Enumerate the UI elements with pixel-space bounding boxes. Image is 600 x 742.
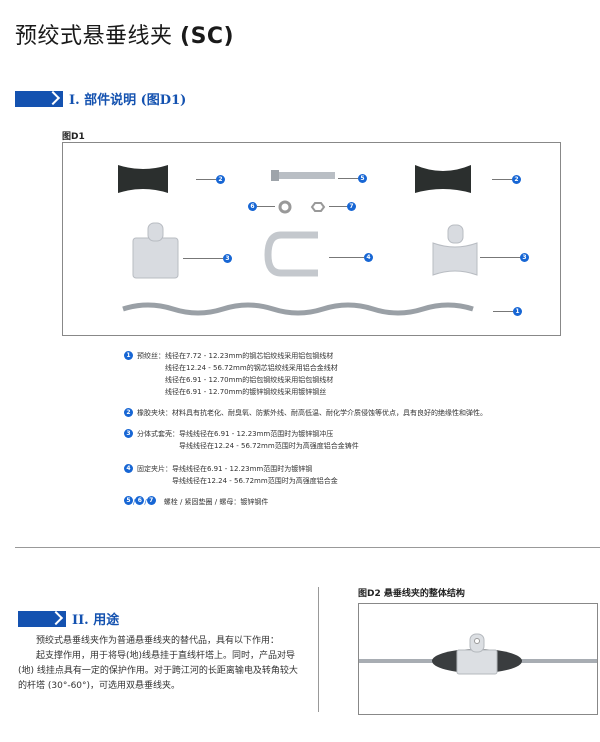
callout-badge: 2 — [216, 175, 225, 184]
figure-d2 — [358, 603, 598, 715]
part-name: 分体式套壳 — [137, 430, 172, 438]
part-item-2: 2 橡胶夹块： 材料具有抗老化、耐臭氧、防紫外线、耐高低温、耐化学介质侵蚀等优点… — [124, 407, 544, 419]
callout-badge: 6 — [248, 202, 257, 211]
part-item-1: 1 预绞丝： 线径在7.72 - 12.23mm的钢芯铝绞线采用铝包钢线材 线径… — [124, 350, 544, 398]
callout-badge: 4 — [364, 253, 373, 262]
callout-badge: 3 — [223, 254, 232, 263]
figure-d1: 2 5 2 6 7 3 4 3 1 — [62, 142, 561, 336]
section-2-header: II. 用途 — [18, 609, 119, 628]
callout-badge: 5 — [358, 174, 367, 183]
page-title: 预绞式悬垂线夹 (SC) — [15, 18, 234, 50]
part-name: 固定夹片 — [137, 465, 165, 473]
figure-d2-label: 图D2 悬垂线夹的整体结构 — [358, 589, 465, 599]
parts-list: 1 预绞丝： 线径在7.72 - 12.23mm的钢芯铝绞线采用铝包钢线材 线径… — [124, 350, 544, 508]
usage-paragraph: 起支撑作用，用于将导(地)线悬挂于直线杆塔上。同时，产品对导(地) 线挂点具有一… — [18, 651, 298, 691]
part-name: 橡胶夹块 — [137, 409, 165, 417]
part-line: 镀锌钢件 — [240, 498, 269, 506]
chevron-right-icon — [18, 610, 66, 627]
title-code: (SC) — [180, 24, 235, 49]
callout-badge: 1 — [513, 307, 522, 316]
section-1-title: I. 部件说明 (图D1) — [69, 93, 187, 108]
part-badge: 5 — [124, 496, 133, 505]
section-divider — [15, 547, 600, 548]
callout-badge: 7 — [347, 202, 356, 211]
callout-badge: 3 — [520, 253, 529, 262]
section-1-header: I. 部件说明 (图D1) — [15, 89, 186, 108]
part-name: 预绞丝 — [137, 352, 158, 360]
figure-d1-label: 图D1 — [62, 132, 85, 142]
callout-badge: 2 — [512, 175, 521, 184]
part-item-4: 4 固定夹片： 导线线径在6.91 - 12.23mm范围时为镀锌钢 导线线径在… — [124, 463, 544, 487]
part-badge: 6 — [135, 496, 145, 505]
parts-diagram — [118, 165, 478, 316]
part-item-3: 3 分体式套壳： 导线线径在6.91 - 12.23mm范围时为镀锌钢冲压 导线… — [124, 428, 544, 452]
part-line: 线径在6.91 - 12.70mm的铝包钢绞线采用铝包钢线材 — [165, 376, 334, 384]
part-line: 线径在6.91 - 12.70mm的镀锌钢绞线采用镀锌钢丝 — [165, 388, 327, 396]
part-badge: 3 — [124, 429, 133, 438]
part-badge: 2 — [124, 408, 133, 417]
usage-paragraph: 预绞式悬垂线夹作为普通悬垂线夹的替代品，具有以下作用： — [36, 636, 280, 646]
usage-text: 预绞式悬垂线夹作为普通悬垂线夹的替代品，具有以下作用： 起支撑作用，用于将导(地… — [18, 634, 303, 694]
column-divider — [318, 587, 319, 712]
part-line: 导线线径在12.24 - 56.72mm范围时为高强度铝合金 — [172, 477, 338, 485]
part-badge: 7 — [146, 496, 156, 505]
chevron-right-icon — [15, 90, 63, 107]
title-text: 预绞式悬垂线夹 — [15, 24, 173, 49]
part-item-5-6-7: 5/ 6/ 7 螺栓 / 紧固垫圈 / 螺母： 镀锌钢件 — [124, 496, 544, 508]
section-2-title: II. 用途 — [72, 613, 120, 628]
part-line: 导线线径在6.91 - 12.23mm范围时为镀锌钢 — [172, 465, 313, 473]
part-line: 导线线径在6.91 - 12.23mm范围时为镀锌钢冲压 — [179, 430, 334, 438]
part-line: 线径在12.24 - 56.72mm的钢芯铝绞线采用铝合金线材 — [165, 364, 338, 372]
part-line: 导线线径在12.24 - 56.72mm范围时为高强度铝合金铸件 — [179, 442, 359, 450]
part-badge: 1 — [124, 351, 133, 360]
part-name: 螺栓 / 紧固垫圈 / 螺母 — [163, 498, 234, 506]
clamp-assembly-diagram — [359, 633, 597, 675]
part-line: 线径在7.72 - 12.23mm的钢芯铝绞线采用铝包钢线材 — [165, 352, 334, 360]
part-line: 材料具有抗老化、耐臭氧、防紫外线、耐高低温、耐化学介质侵蚀等优点，具有良好的绝缘… — [172, 409, 487, 417]
rubber-block-icon — [118, 165, 168, 193]
part-badge: 4 — [124, 464, 133, 473]
